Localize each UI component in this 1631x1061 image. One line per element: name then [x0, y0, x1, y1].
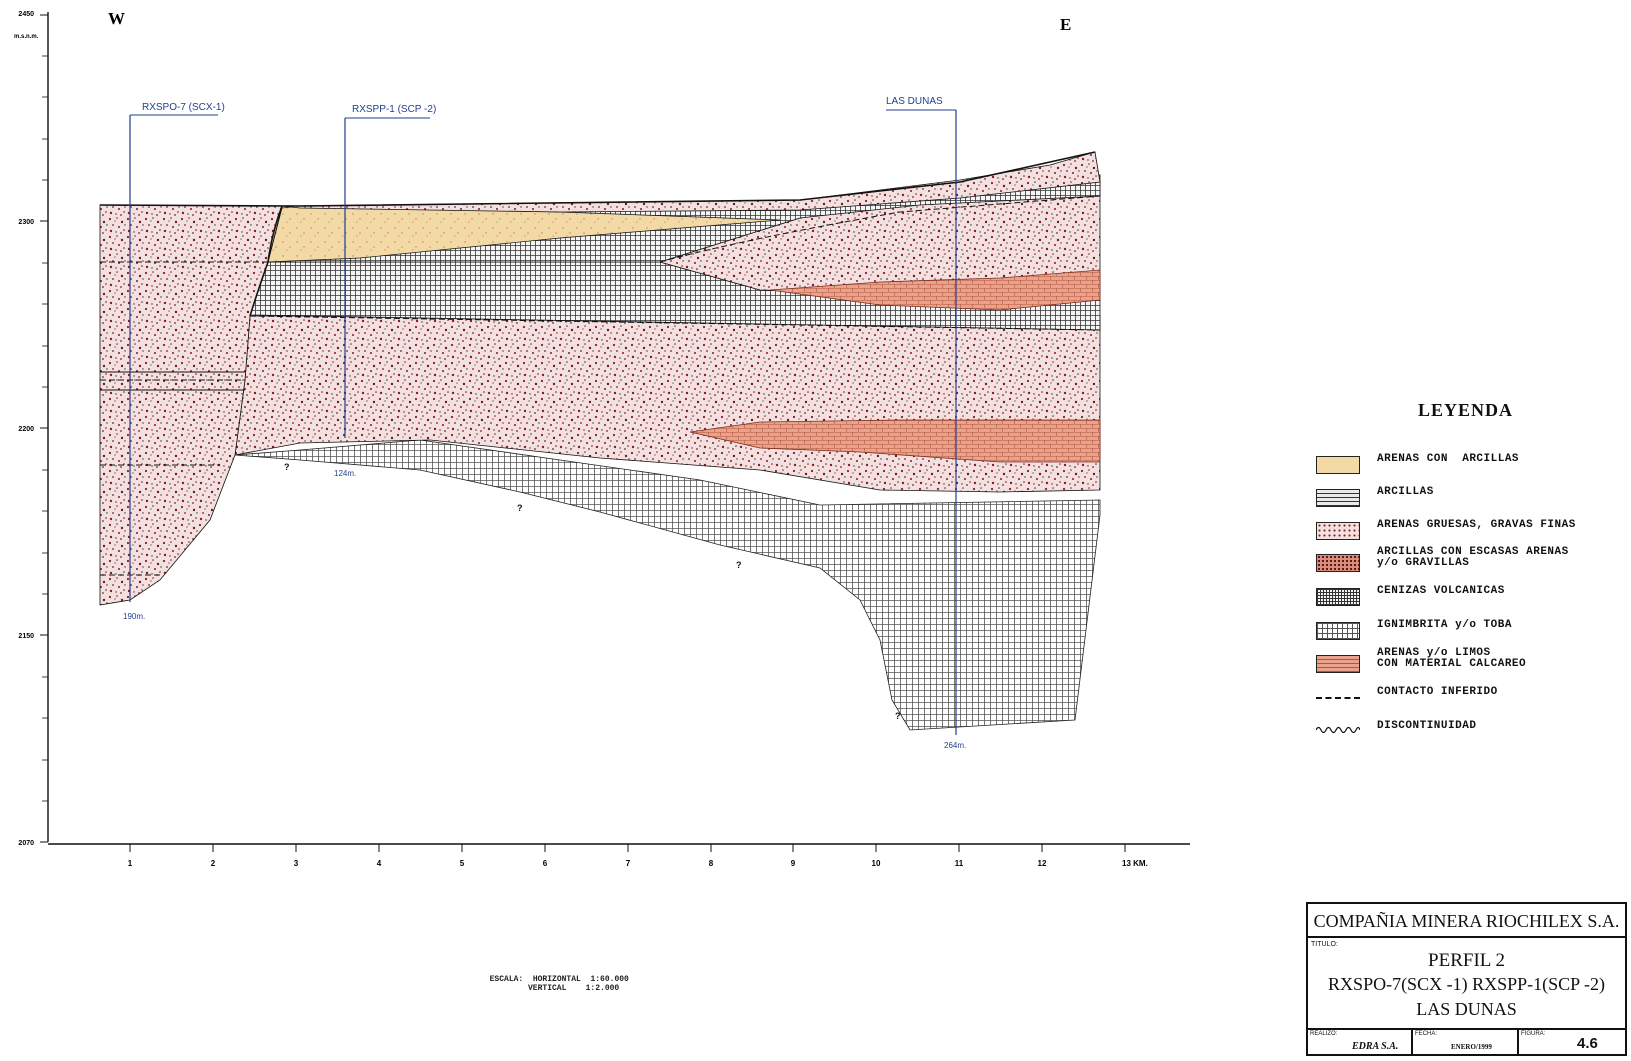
legend-swatch-calcareous: [1316, 655, 1360, 673]
legend-item: CENIZAS VOLCANICAS: [1310, 582, 1630, 612]
stratigraphy: [99, 151, 1101, 731]
well-label: RXSPO-7 (SCX-1): [142, 102, 225, 113]
realizo-value: EDRA S.A.: [1352, 1041, 1399, 1052]
title-line-1: PERFIL 2: [1428, 950, 1505, 971]
x-tick-label: 3: [294, 859, 299, 868]
legend-swatch-sand: [1316, 522, 1360, 540]
legend-swatch-ash: [1316, 588, 1360, 606]
legend-title: LEYENDA: [1418, 400, 1514, 420]
legend-label: ARENAS GRUESAS, GRAVAS FINAS: [1377, 519, 1576, 531]
legend-wavy-line: [1316, 726, 1360, 734]
well-las-dunas: LAS DUNAS 264m.: [886, 96, 966, 750]
title-block: COMPAÑIA MINERA RIOCHILEX S.A. TITULO: P…: [1306, 902, 1627, 1056]
x-tick-label: 6: [543, 859, 548, 868]
legend-item: ARCILLAS CON ESCASAS ARENAS y/o GRAVILLA…: [1310, 546, 1630, 578]
y-tick-label: 2450: [18, 11, 34, 18]
legend-label: ARENAS CON ARCILLAS: [1377, 453, 1520, 465]
well-depth-label: 264m.: [944, 741, 966, 750]
uncertain-marker: ?: [284, 462, 290, 472]
x-axis: 1 2 3 4 5 6 7 8 9 10 11 12 13 KM.: [48, 843, 1190, 868]
x-tick-label: 9: [791, 859, 796, 868]
west-label: W: [108, 9, 125, 28]
scale-note: ESCALA: HORIZONTAL 1:60.000 VERTICAL 1:2…: [480, 966, 629, 993]
legend-label: CONTACTO INFERIDO: [1377, 686, 1498, 698]
legend-label: CENIZAS VOLCANICAS: [1377, 585, 1505, 597]
legend-dashed-line: [1316, 697, 1360, 699]
figura-label: FIGURA:: [1521, 1031, 1546, 1037]
x-tick-label: 12: [1038, 859, 1047, 868]
fecha-cell: FECHA: ENERO/1999: [1413, 1030, 1519, 1056]
well-rxspo-7: RXSPO-7 (SCX-1) 190m.: [123, 102, 225, 621]
y-axis: 2450 m.s.n.m. 2300 2200 2150 2070: [14, 11, 49, 847]
realizo-cell: REALIZO: EDRA S.A.: [1308, 1030, 1413, 1056]
well-depth-label: 190m.: [123, 612, 145, 621]
layer-calcareous-lower: [689, 419, 1101, 463]
x-tick-label: 11: [955, 859, 964, 868]
uncertain-marker: ?: [517, 503, 523, 513]
fecha-label: FECHA:: [1415, 1031, 1438, 1037]
legend-item: ARENAS CON ARCILLAS: [1310, 450, 1630, 480]
legend-swatch-clay-sand: [1316, 554, 1360, 572]
wells: RXSPO-7 (SCX-1) 190m. RXSPP-1 (SCP -2) 1…: [123, 96, 966, 750]
x-tick-label: 5: [460, 859, 465, 868]
x-tick-label: 4: [377, 859, 382, 868]
company-name: COMPAÑIA MINERA RIOCHILEX S.A.: [1308, 904, 1625, 938]
legend-item: ARCILLAS: [1310, 483, 1630, 513]
layer-sand-left: [99, 204, 283, 606]
legend-swatch-ignimbrite: [1316, 622, 1360, 640]
legend-item: IGNIMBRITA y/o TOBA: [1310, 616, 1630, 646]
x-tick-label: 2: [211, 859, 216, 868]
east-label: E: [1060, 15, 1071, 34]
y-tick-label: 2300: [18, 219, 34, 226]
legend-label: IGNIMBRITA y/o TOBA: [1377, 619, 1512, 631]
title-line-2: RXSPO-7(SCX -1) RXSPP-1(SCP -2): [1328, 974, 1605, 994]
titulo-label: TITULO:: [1311, 941, 1338, 948]
legend-item: ARENAS GRUESAS, GRAVAS FINAS: [1310, 516, 1630, 546]
realizo-label: REALIZO:: [1310, 1031, 1338, 1037]
x-axis-end-label: 13 KM.: [1122, 859, 1148, 868]
y-tick-label: 2150: [18, 633, 34, 640]
well-rxspp-1: RXSPP-1 (SCP -2) 124m.: [334, 104, 436, 478]
scale-horizontal: HORIZONTAL 1:60.000: [532, 975, 629, 984]
x-tick-label: 8: [709, 859, 714, 868]
legend-item: DISCONTINUIDAD: [1310, 717, 1630, 747]
legend-label: ARCILLAS CON ESCASAS ARENAS y/o GRAVILLA…: [1377, 546, 1569, 569]
figura-cell: FIGURA: 4.6: [1519, 1030, 1625, 1056]
legend-label: ARCILLAS: [1377, 486, 1434, 498]
geological-cross-section: 2450 m.s.n.m. 2300 2200 2150 2070 1 2 3 …: [14, 9, 1190, 868]
x-tick-label: 10: [872, 859, 881, 868]
well-label: RXSPP-1 (SCP -2): [352, 104, 436, 115]
contact-lines: [99, 151, 1101, 576]
well-depth-label: 124m.: [334, 469, 356, 478]
title-line-3: LAS DUNAS: [1416, 999, 1517, 1019]
scale-label: ESCALA:: [489, 975, 524, 984]
y-unit-label: m.s.n.m.: [14, 34, 39, 40]
layer-top-sand: [281, 151, 1101, 213]
legend-label: ARENAS y/o LIMOS CON MATERIAL CALCAREO: [1377, 647, 1527, 670]
y-tick-label: 2200: [18, 426, 34, 433]
legend-swatch-clay: [1316, 489, 1360, 507]
x-tick-label: 1: [128, 859, 133, 868]
layer-ignimbrite-base: [234, 439, 1101, 731]
layer-calcareous-upper: [769, 269, 1101, 311]
y-tick-label: 2070: [18, 840, 34, 847]
x-tick-label: 7: [626, 859, 631, 868]
figura-value: 4.6: [1577, 1035, 1598, 1052]
legend-label: DISCONTINUIDAD: [1377, 720, 1477, 732]
scale-vertical: VERTICAL 1:2.000: [528, 984, 620, 993]
uncertain-marker: ?: [736, 560, 742, 570]
legend-item: CONTACTO INFERIDO: [1310, 683, 1630, 713]
legend-item: ARENAS y/o LIMOS CON MATERIAL CALCAREO: [1310, 647, 1630, 679]
title-block-footer: REALIZO: EDRA S.A. FECHA: ENERO/1999 FIG…: [1308, 1028, 1625, 1056]
well-label: LAS DUNAS: [886, 96, 943, 107]
legend-swatch-sand-clay: [1316, 456, 1360, 474]
uncertain-marker: ?: [895, 711, 901, 721]
fecha-value: ENERO/1999: [1451, 1043, 1492, 1051]
